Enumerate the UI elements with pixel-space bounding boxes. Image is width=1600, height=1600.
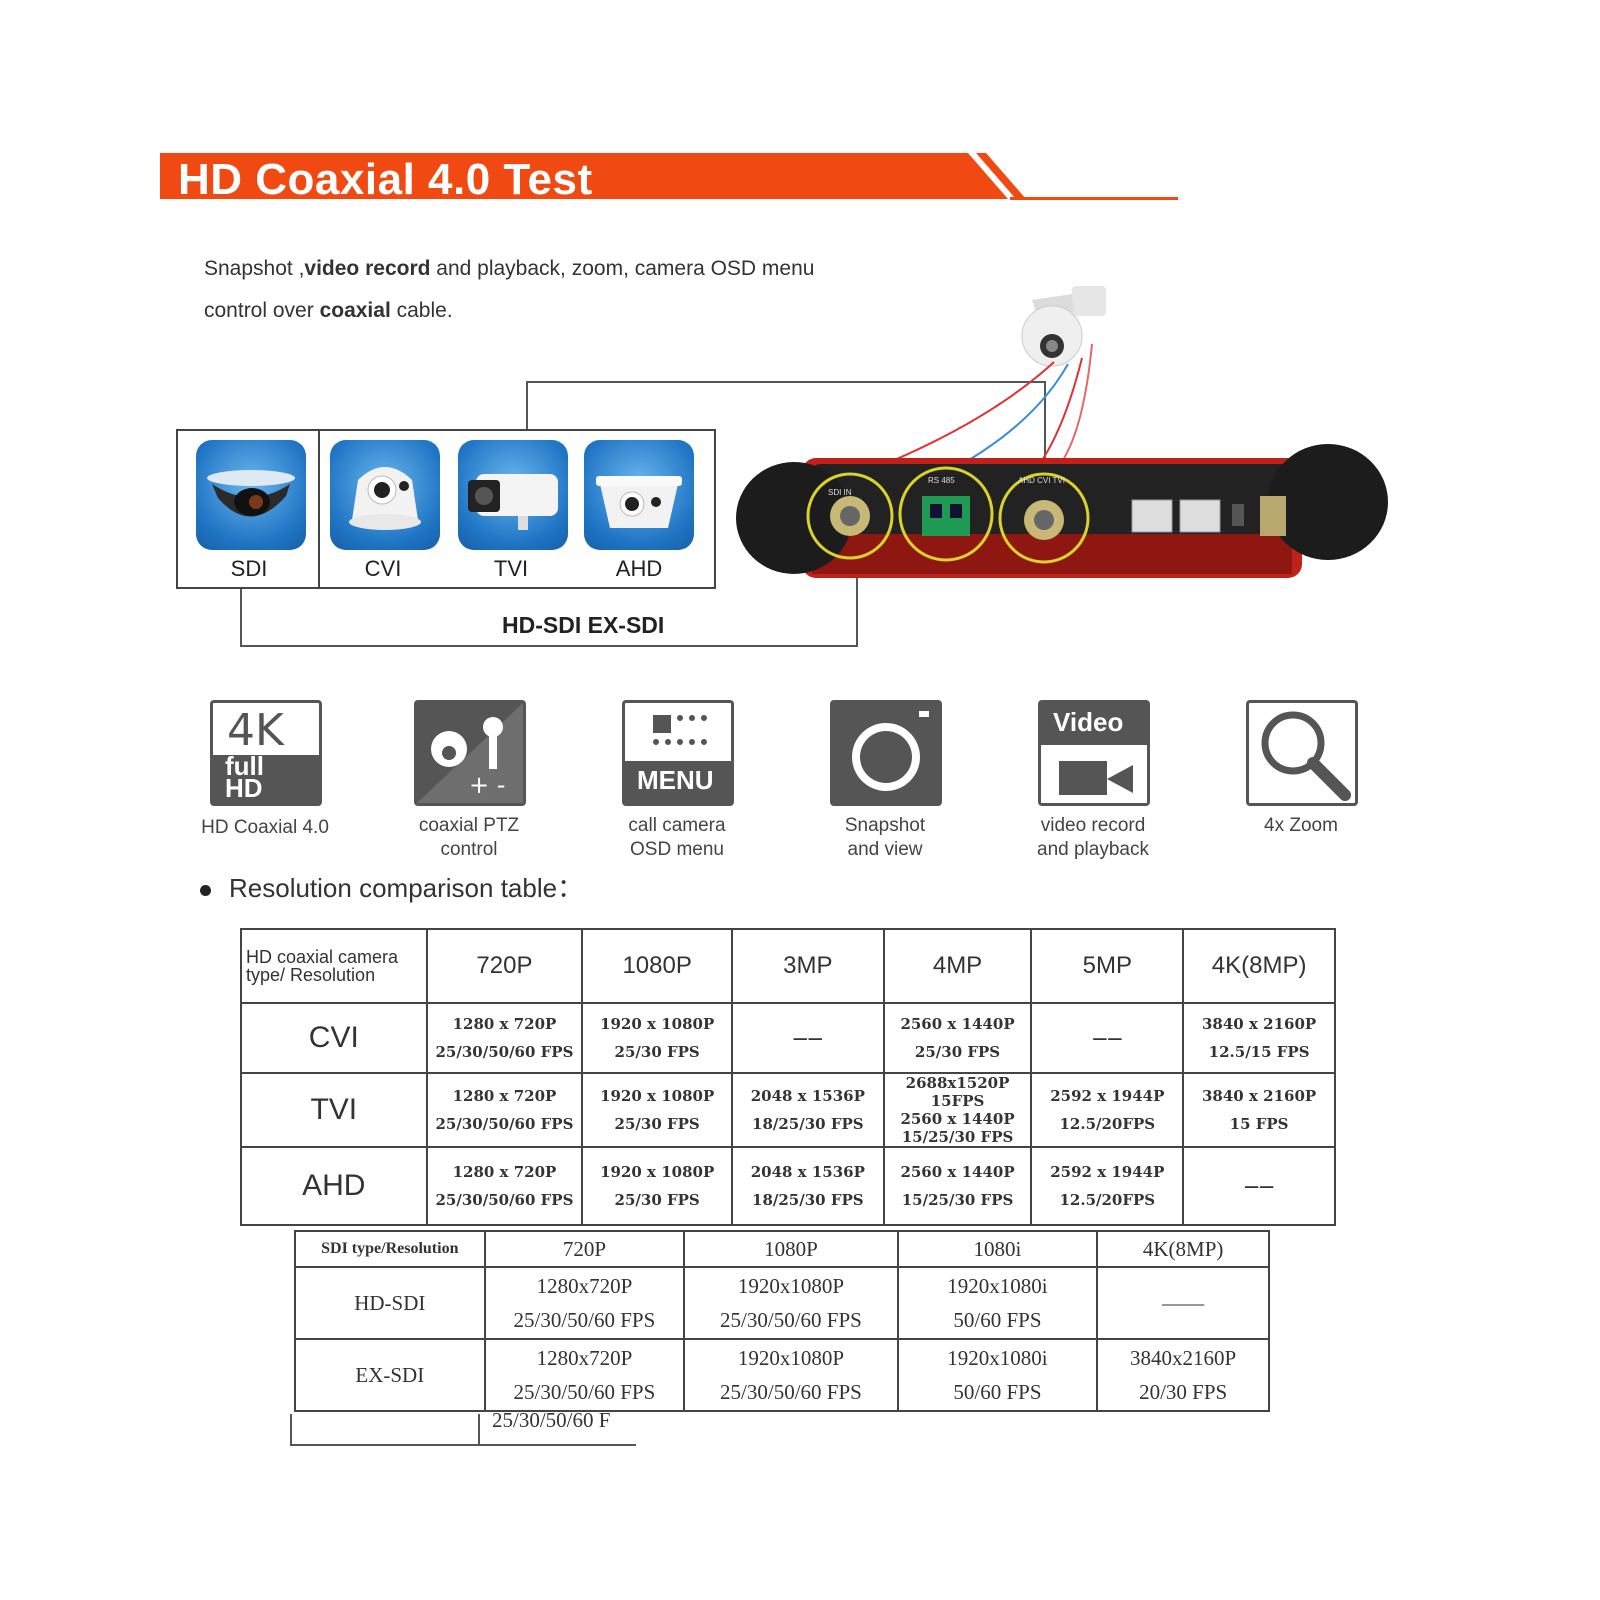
sdi-bracket-line [856, 576, 858, 647]
connector-line [1044, 381, 1046, 473]
description-line-1: Snapshot ,video record and playback, zoo… [204, 257, 815, 280]
table-cell: —— [1030, 1002, 1185, 1074]
table-header-cell: HD coaxial camera type/ Resolution [240, 928, 428, 1004]
connector-line [526, 381, 1046, 383]
port-hd-label: AHD CVI TVI [1018, 476, 1065, 485]
feature-label-zoom: 4x Zoom [1264, 815, 1338, 836]
fragment-line [290, 1414, 292, 1446]
feature-label-hd-coaxial: HD Coaxial 4.0 [201, 817, 329, 838]
table-header-cell: 5MP [1030, 928, 1185, 1004]
table-header-cell: 1080P [683, 1230, 899, 1268]
bullet-icon [200, 884, 211, 896]
video-record-icon: Video [1038, 700, 1150, 806]
sdi-camera-icon [196, 440, 306, 550]
table-header-cell: 1080P [581, 928, 733, 1004]
menu-icon: MENU [622, 700, 734, 806]
ahd-label: AHD [615, 556, 663, 581]
table-header-cell: SDI type/Resolution [294, 1230, 486, 1268]
table-header-row: SDI type/Resolution 720P 1080P 1080i 4K(… [294, 1230, 1270, 1268]
fragment-line [290, 1444, 636, 1446]
connector-line [526, 381, 528, 429]
table-header-cell: 720P [483, 1230, 686, 1268]
svg-text:+ -: + - [469, 771, 505, 799]
table-cell: —— [730, 1002, 885, 1074]
section-title: Resolution comparison table： [200, 868, 583, 905]
table-header-cell: 4K(8MP) [1096, 1230, 1270, 1268]
description-line-2: control over coaxial cable. [204, 299, 453, 322]
table-cell: —— [1182, 1146, 1336, 1226]
row-name-ex-sdi: EX-SDI [294, 1338, 486, 1412]
description: Snapshot ,video record and playback, zoo… [204, 248, 964, 332]
sdi-bracket-line [240, 589, 242, 647]
cvi-label: CVI [364, 556, 402, 581]
table-header-cell: 3MP [730, 928, 885, 1004]
banner-shape [160, 153, 1178, 200]
fragment-line [478, 1414, 480, 1446]
ptz-camera-icon [1021, 286, 1106, 367]
row-name-hd-sdi: HD-SDI [294, 1266, 486, 1340]
banner-title: HD Coaxial 4.0 Test [178, 155, 593, 204]
port-rs485-label: RS 485 [928, 476, 955, 485]
cvi-camera-icon [330, 440, 440, 550]
tester-device-illustration: SDI IN RS 485 AHD CVI TVI [732, 278, 1392, 598]
table-header-cell: 1080i [896, 1230, 1099, 1268]
table-header-cell: 4MP [882, 928, 1033, 1004]
table-header-cell: 720P [425, 928, 584, 1004]
4k-full-hd-icon: 4K full HD [210, 700, 322, 806]
port-sdi-label: SDI IN [828, 488, 852, 497]
sdi-resolution-table: SDI type/Resolution 720P 1080P 1080i 4K(… [294, 1230, 1270, 1412]
table-header-cell: 4K(8MP) [1182, 928, 1336, 1004]
tvi-camera-icon [458, 440, 568, 550]
fragment-cell-text: 25/30/50/60 F [492, 1408, 611, 1432]
sdi-variants-label: HD-SDI EX-SDI [502, 612, 665, 638]
sdi-bracket-line [240, 645, 858, 647]
hd-coaxial-resolution-table: HD coaxial camera type/ Resolution 720P … [240, 928, 1336, 1226]
table-cell: —— [1096, 1266, 1270, 1340]
ptz-control-icon: + - [414, 700, 526, 806]
row-name-tvi: TVI [240, 1072, 428, 1148]
tvi-label: TVI [493, 556, 529, 581]
row-name-cvi: CVI [240, 1002, 428, 1074]
sdi-label: SDI [230, 556, 268, 581]
table-header-row: HD coaxial camera type/ Resolution 720P … [240, 928, 1336, 1004]
header-banner: HD Coaxial 4.0 Test [160, 153, 1180, 205]
zoom-icon [1246, 700, 1358, 806]
snapshot-icon [830, 700, 942, 806]
ahd-camera-icon [584, 440, 694, 550]
row-name-ahd: AHD [240, 1146, 428, 1226]
